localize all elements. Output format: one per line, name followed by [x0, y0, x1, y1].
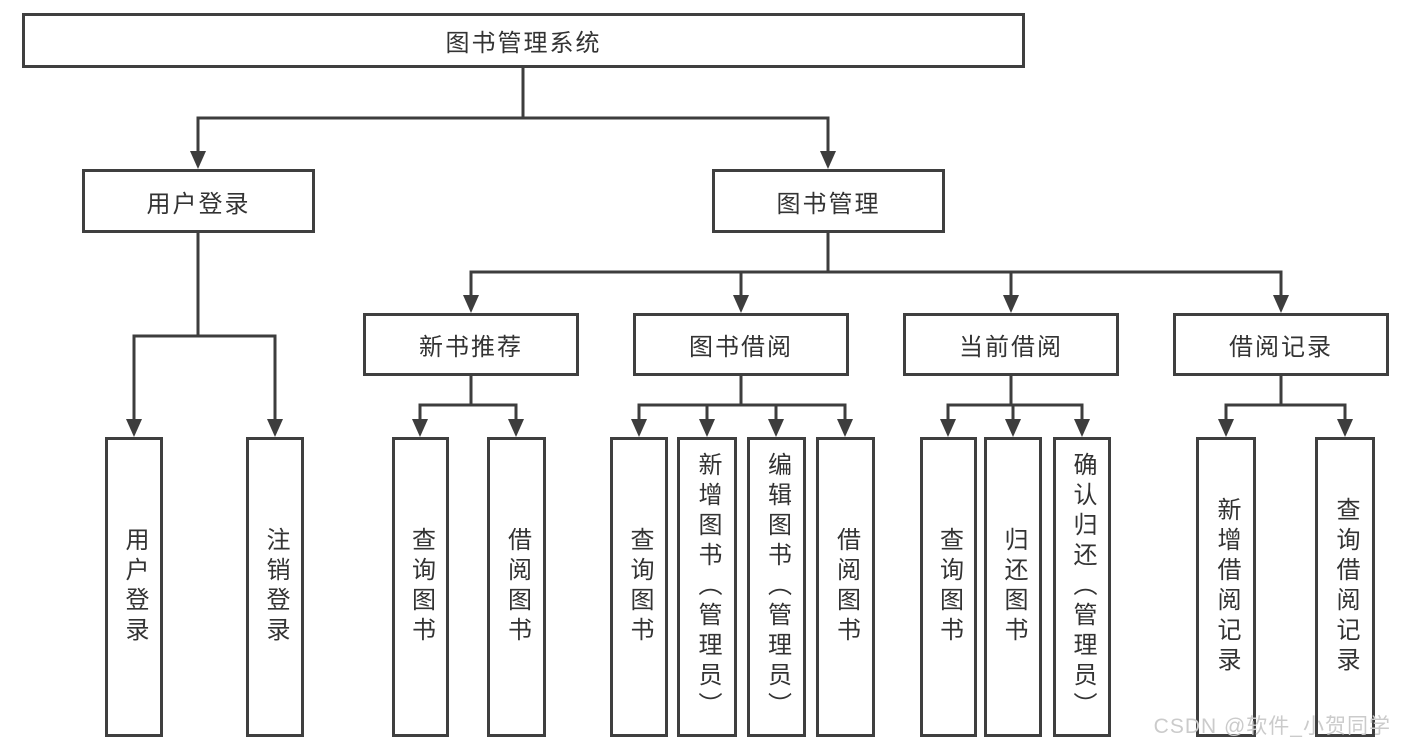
leaf-label: 新增借阅记录 [1213, 497, 1240, 677]
node-label: 用户登录 [146, 190, 251, 218]
node-label: 新书推荐 [419, 334, 523, 361]
leaf-add-borrow-record: 新增借阅记录 [1196, 437, 1256, 737]
leaf-label: 查询图书 [626, 527, 653, 647]
leaf-query-books-current: 查询图书 [920, 437, 977, 737]
leaf-label: 确认归还（管理员） [1069, 452, 1096, 722]
leaf-edit-book-admin: 编辑图书（管理员） [747, 437, 806, 737]
node-label: 图书管理系统 [445, 30, 602, 57]
node-new-book-recommendation: 新书推荐 [363, 313, 579, 376]
leaf-confirm-return-admin: 确认归还（管理员） [1053, 437, 1111, 737]
leaf-label: 编辑图书（管理员） [763, 452, 791, 722]
leaf-label: 新增图书（管理员） [694, 452, 721, 722]
node-user-login: 用户登录 [82, 169, 315, 233]
node-library-management-system: 图书管理系统 [22, 13, 1025, 68]
node-borrowing-records: 借阅记录 [1173, 313, 1389, 376]
leaf-user-login: 用户登录 [105, 437, 163, 737]
leaf-return-books: 归还图书 [984, 437, 1042, 737]
leaf-label: 用户登录 [121, 527, 148, 647]
csdn-watermark: CSDN @软件_小贺同学 [1153, 715, 1391, 738]
node-label: 图书管理 [776, 190, 881, 218]
node-label: 当前借阅 [959, 334, 1063, 361]
leaf-borrow-books-borrowing: 借阅图书 [816, 437, 875, 737]
leaf-label: 查询图书 [407, 527, 435, 647]
leaf-label: 借阅图书 [503, 527, 531, 647]
node-label: 借阅记录 [1229, 334, 1333, 361]
leaf-logout: 注销登录 [246, 437, 304, 737]
leaf-query-books-recommend: 查询图书 [392, 437, 449, 737]
leaf-label: 查询图书 [935, 527, 963, 647]
leaf-borrow-books-recommend: 借阅图书 [487, 437, 546, 737]
leaf-label: 归还图书 [1000, 527, 1027, 647]
leaf-label: 查询借阅记录 [1332, 497, 1359, 677]
leaf-add-book-admin: 新增图书（管理员） [677, 437, 737, 737]
leaf-label: 借阅图书 [832, 527, 860, 647]
node-book-management: 图书管理 [712, 169, 945, 233]
node-label: 图书借阅 [689, 334, 793, 361]
leaf-query-books-borrowing: 查询图书 [610, 437, 668, 737]
node-current-borrowing: 当前借阅 [903, 313, 1119, 376]
leaf-query-borrow-record: 查询借阅记录 [1315, 437, 1375, 737]
node-book-borrowing: 图书借阅 [633, 313, 849, 376]
leaf-label: 注销登录 [262, 527, 289, 647]
